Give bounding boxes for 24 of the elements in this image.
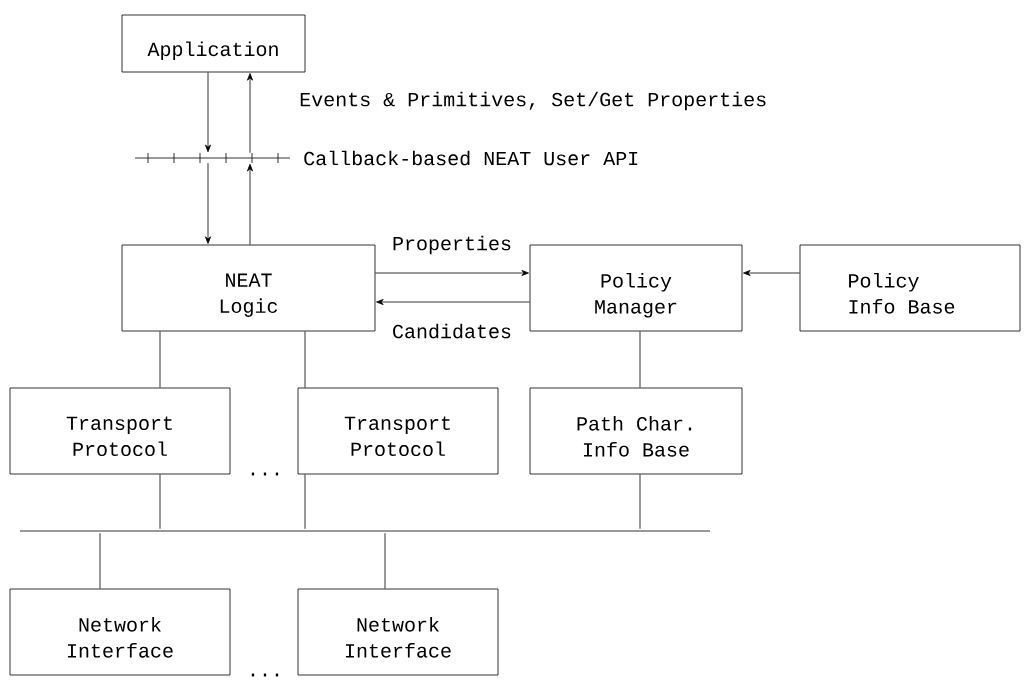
arrow <box>375 270 529 276</box>
box: Network Interface <box>9 588 231 676</box>
arrow <box>205 162 211 244</box>
box: Network Interface <box>297 588 499 676</box>
box: Transport Protocol <box>9 387 231 475</box>
arrow <box>205 72 211 153</box>
box: Application <box>121 14 306 73</box>
box: Path Char. Info Base <box>529 387 743 475</box>
ellipsis-label: ... <box>251 472 279 476</box>
node-caption: Callback-based NEAT User API <box>304 150 638 166</box>
api-bar <box>134 152 291 164</box>
box: Policy Info Base <box>799 244 1021 332</box>
arrow <box>247 73 253 154</box>
edge-label: Events & Primitives, Set/Get Properties <box>297 89 770 113</box>
arrow <box>247 163 253 245</box>
bus-line <box>19 530 711 532</box>
box: NEAT Logic <box>121 244 376 332</box>
arrow <box>743 270 800 276</box>
box: Policy Manager <box>529 244 743 332</box>
edge-label: Properties <box>390 233 514 257</box>
edge-label: Candidates <box>390 321 514 341</box>
ellipsis-label: ... <box>251 673 279 677</box>
box: Transport Protocol <box>297 387 499 475</box>
arrow <box>376 299 530 305</box>
